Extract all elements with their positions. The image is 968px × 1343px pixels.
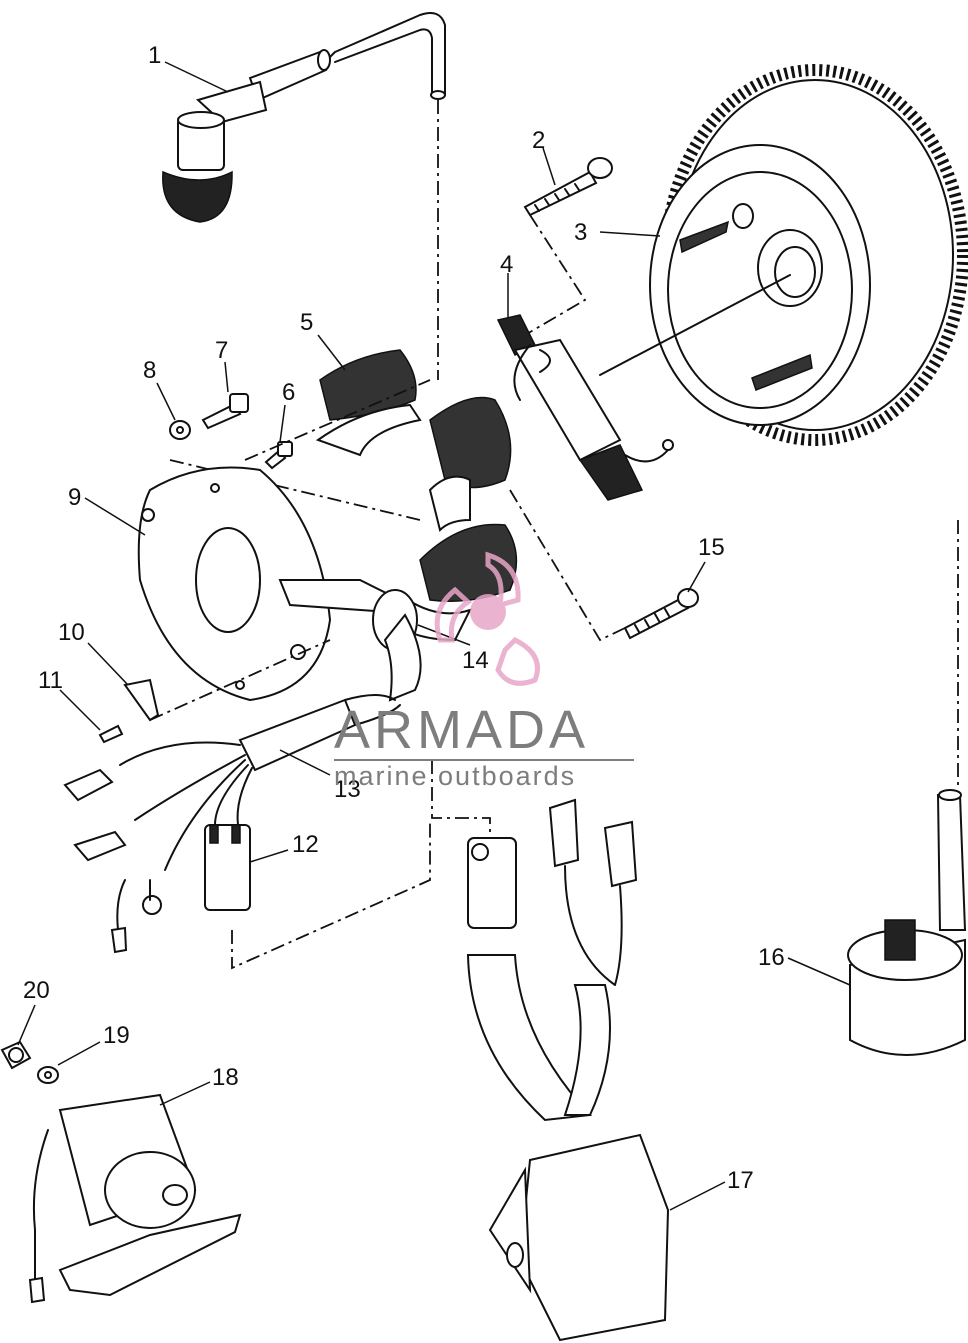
callout-numbers: 1 2 3 4 5 6 7 8 9 10 11 12 13 14 15 16 1…	[23, 42, 785, 1194]
callout-19: 19	[103, 1022, 130, 1049]
callout-16: 16	[758, 944, 785, 971]
watermark-brand: ARMADA	[334, 700, 589, 760]
spark-plug-cap	[162, 12, 446, 380]
callout-4: 4	[500, 251, 513, 278]
callout-2: 2	[532, 127, 545, 154]
ignition-coil	[847, 520, 967, 1056]
callout-9: 9	[68, 484, 81, 511]
leader-lines	[17, 61, 851, 1211]
callout-14: 14	[462, 647, 489, 674]
callout-11: 11	[38, 667, 63, 694]
callout-7: 7	[215, 337, 228, 364]
wire-clamp	[98, 639, 331, 744]
coil-screw	[509, 489, 699, 642]
callout-20: 20	[23, 977, 50, 1004]
callout-13: 13	[334, 776, 361, 803]
callout-5: 5	[300, 309, 313, 336]
wire-harness	[63, 589, 422, 954]
watermark-tagline: marine outboards	[334, 761, 576, 791]
callout-1: 1	[148, 42, 161, 69]
callout-17: 17	[727, 1167, 754, 1194]
armada-logo-icon	[434, 551, 540, 686]
cdi-unit	[431, 760, 670, 1342]
flywheel	[599, 64, 968, 446]
stator-plate	[137, 466, 402, 702]
callout-10: 10	[58, 619, 85, 646]
trigger-coil	[496, 314, 674, 501]
callout-15: 15	[698, 534, 725, 561]
flywheel-screw	[523, 157, 613, 336]
stator-screws	[169, 379, 431, 521]
callout-18: 18	[212, 1064, 239, 1091]
callout-6: 6	[282, 379, 295, 406]
callout-3: 3	[574, 219, 587, 246]
callout-12: 12	[292, 831, 319, 858]
callout-8: 8	[143, 357, 156, 384]
starter-solenoid	[0, 1040, 242, 1304]
